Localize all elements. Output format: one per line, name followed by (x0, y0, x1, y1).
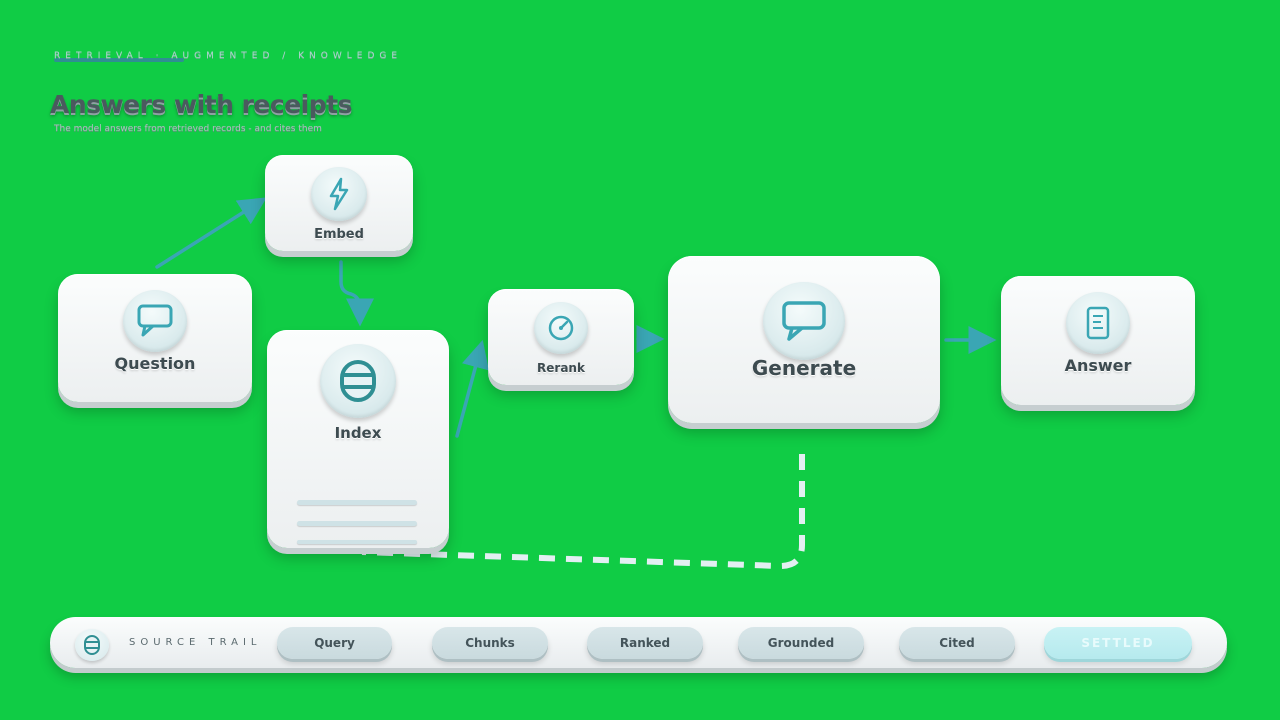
node-generate[interactable]: Generate (668, 256, 940, 423)
node-label-answer: Answer (1064, 356, 1132, 375)
source-trail-label: SOURCE TRAIL (129, 637, 262, 648)
document-icon (1066, 292, 1130, 354)
index-record-line (297, 521, 417, 526)
arrow-question-to-embed (155, 197, 267, 269)
index-record-line (297, 500, 417, 505)
arrow-index-to-rerank (455, 339, 490, 438)
database-icon (320, 344, 396, 418)
database-icon (75, 629, 109, 661)
node-label-rerank: Rerank (537, 361, 585, 375)
trail-step-grounded[interactable]: Grounded (738, 627, 864, 659)
trail-step-chunks[interactable]: Chunks (432, 627, 548, 659)
eyebrow-text: RETRIEVAL · AUGMENTED / KNOWLEDGE (54, 51, 403, 61)
gauge-icon (534, 302, 588, 354)
node-question[interactable]: Question (58, 274, 252, 402)
node-label-index: Index (334, 424, 382, 442)
citation-link-dashed (361, 454, 805, 570)
eyebrow-underline (54, 58, 184, 62)
node-embed[interactable]: Embed (265, 155, 413, 251)
node-label-embed: Embed (314, 227, 364, 242)
chat-bubble-icon (763, 282, 845, 360)
source-trail-bar: SOURCE TRAIL Query Chunks Ranked Grounde… (50, 617, 1227, 668)
node-answer[interactable]: Answer (1001, 276, 1195, 405)
node-index[interactable]: Index (267, 330, 449, 548)
trail-step-ranked[interactable]: Ranked (587, 627, 703, 659)
page-title: Answers with receipts (50, 90, 352, 119)
node-rerank[interactable]: Rerank (488, 289, 634, 385)
node-label-generate: Generate (751, 356, 857, 380)
node-label-question: Question (114, 354, 196, 373)
trail-step-settled[interactable]: SETTLED (1044, 627, 1192, 659)
index-record-line (297, 540, 417, 544)
chat-bubble-icon (123, 290, 187, 352)
arrow-embed-to-index (339, 260, 374, 327)
trail-step-query[interactable]: Query (277, 627, 392, 659)
page-subtitle: The model answers from retrieved records… (54, 124, 322, 134)
lightning-icon (311, 167, 367, 221)
trail-step-cited[interactable]: Cited (899, 627, 1015, 659)
